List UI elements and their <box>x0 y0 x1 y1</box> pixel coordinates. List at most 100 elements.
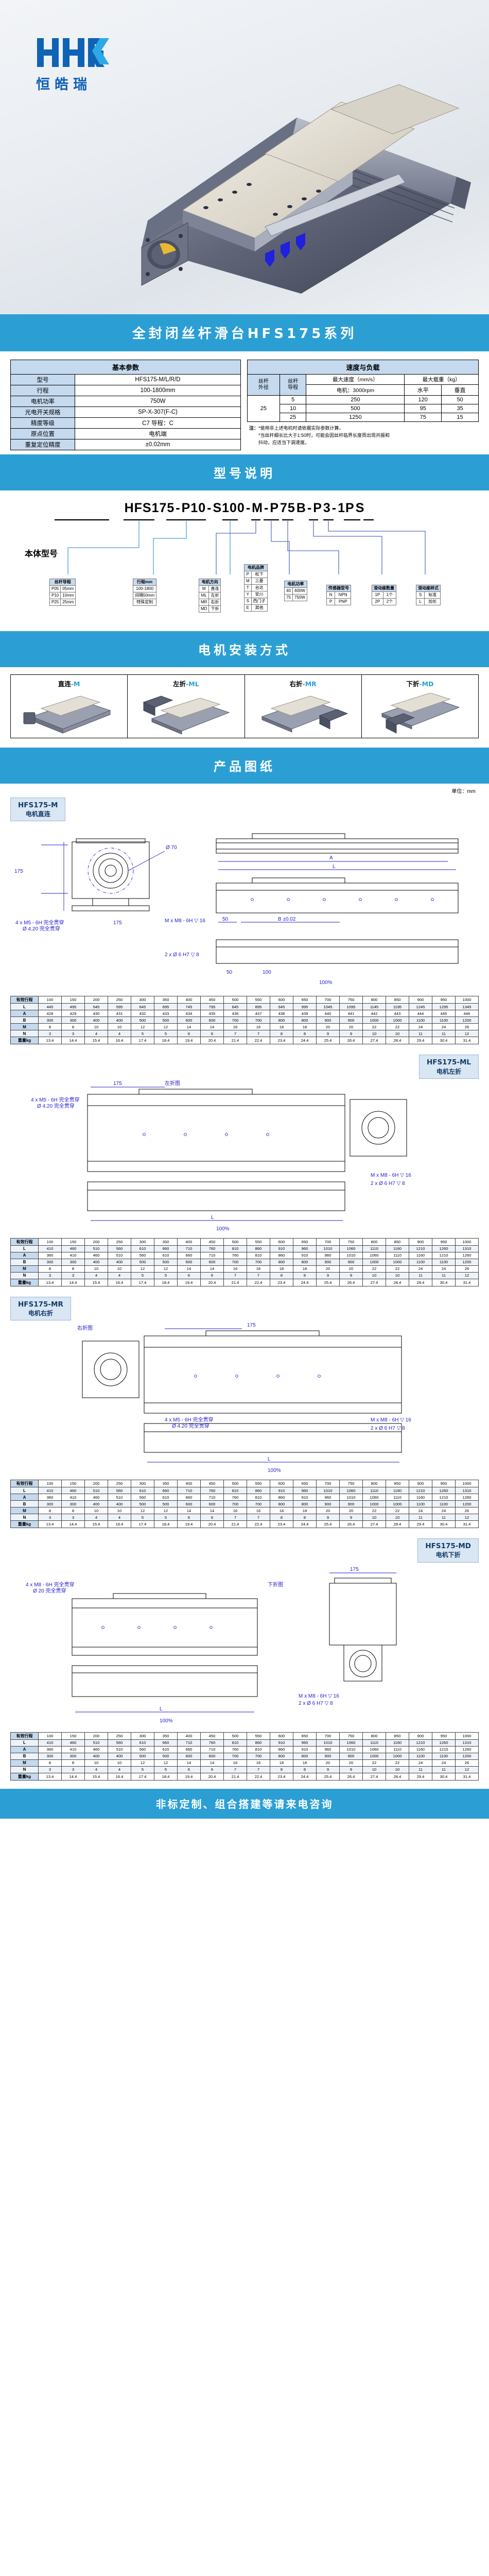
stroke-head: 700 <box>316 1480 340 1488</box>
dim-cell: 14.4 <box>61 1278 85 1286</box>
dim-cell: 20 <box>339 1507 363 1515</box>
dim-cell: 400 <box>84 1258 108 1266</box>
legend-code: 75 <box>284 594 293 601</box>
dim-cell: 10 <box>386 1272 409 1279</box>
dim-cell: 1000 <box>386 1500 409 1508</box>
dim-row-label: L <box>10 1245 39 1252</box>
legend-desc: 安川 <box>251 591 268 598</box>
stroke-head: 200 <box>84 1480 108 1488</box>
mount-label: 右折-MR <box>245 675 361 690</box>
col-screw-od-1: 丝杆 <box>258 378 269 384</box>
dim-cell: 4 <box>108 1272 131 1279</box>
legend-stroke: 行程mm 100-1800 间隔50mm 特殊定制 <box>132 579 157 606</box>
dim-cell: 22 <box>386 1759 409 1767</box>
dim-L-md: L <box>160 1706 163 1712</box>
dim-cell: 1160 <box>409 1494 432 1501</box>
dim-cell: 12 <box>455 1766 479 1773</box>
dim-cell: 710 <box>200 1494 224 1501</box>
dim-cell: 5 <box>131 1766 154 1773</box>
dim-cell: 25.4 <box>316 1520 340 1529</box>
dim-cell: 945 <box>270 1003 293 1011</box>
dim-cell: 900 <box>339 1500 363 1508</box>
cad-drawing-ml: 4 x M5 - 6H 完全贯穿 Ø 4.20 完全贯穿 175 L M x M… <box>10 1078 479 1233</box>
dim-cell: 1210 <box>409 1739 432 1747</box>
dim-cell: 1110 <box>362 1487 386 1495</box>
dim-cell: 22 <box>362 1265 386 1273</box>
dim-cell: 1110 <box>386 1494 409 1501</box>
dim-cell: 432 <box>131 1010 154 1018</box>
stroke-head: 350 <box>154 1238 178 1246</box>
stroke-head: 300 <box>131 1732 154 1740</box>
dim-cell: 360 <box>38 1494 62 1501</box>
dim-cell: 429 <box>61 1010 85 1018</box>
dim-cell: 7 <box>247 1514 270 1521</box>
dim-L: L <box>333 864 336 870</box>
dim-cell: 10 <box>84 1265 108 1273</box>
dim-cell: 4 <box>84 1030 108 1038</box>
dim-cell: 500 <box>154 1500 178 1508</box>
stroke-head: 850 <box>386 1732 409 1740</box>
dim-row-label: A <box>10 1010 39 1018</box>
legend-code: M <box>198 585 209 592</box>
dim-cell: 18 <box>293 1265 317 1273</box>
dim-row-label: 有效行程 <box>10 1238 39 1246</box>
dim-cell: 560 <box>108 1739 131 1747</box>
dim-cell: 14 <box>177 1023 201 1031</box>
dim-cell: 5 <box>131 1272 154 1279</box>
legend-title: 传感器型号 <box>326 585 351 592</box>
dim-cell: 14.4 <box>61 1772 85 1781</box>
dim-cell: 3 <box>61 1030 85 1038</box>
mount-option-mr: 右折-MR <box>244 674 362 738</box>
cad-drawing-md: 4 x M8 - 6H 完全贯穿 Ø 20 完全贯穿 L 175 M x M8 … <box>10 1562 479 1727</box>
dim-cell: 10 <box>84 1759 108 1767</box>
dim-cell: 460 <box>61 1739 85 1747</box>
dim-cell: 8 <box>38 1759 62 1767</box>
dim-cell: 16 <box>247 1759 270 1767</box>
stroke-head: 700 <box>316 1732 340 1740</box>
dim-cell: 438 <box>270 1010 293 1018</box>
note-4xm5-b: Ø 4.20 完全贯穿 <box>23 925 60 932</box>
dim-cell: 17.4 <box>131 1278 154 1286</box>
dim-cell: 500 <box>131 1500 154 1508</box>
dim-cell: 15.4 <box>84 1520 108 1529</box>
dim-cell: 710 <box>200 1745 224 1753</box>
dim-cell: 900 <box>316 1752 340 1760</box>
dim-cell: 16.4 <box>108 1520 131 1529</box>
dim-cell: 17.4 <box>131 1772 154 1781</box>
dim-cell: 760 <box>223 1251 247 1259</box>
dim-cell: 10 <box>362 1272 386 1279</box>
dim-cell: 860 <box>270 1251 293 1259</box>
note-mxm8-md: M x M8 - 6H ▽ 16 <box>299 1693 339 1699</box>
stroke-head: 100 <box>38 1238 62 1246</box>
stroke-head: 950 <box>432 1238 456 1246</box>
dim-cell: 660 <box>177 1251 201 1259</box>
dim-cell: 5 <box>154 1030 178 1038</box>
legend-desc: 加长 <box>424 598 441 605</box>
dim-cell: 1160 <box>386 1739 409 1747</box>
dim-cell: 20 <box>316 1023 340 1031</box>
dim-cell: 3 <box>61 1766 85 1773</box>
dim-cell: 1260 <box>432 1487 456 1495</box>
dim-cell: 910 <box>293 1251 317 1259</box>
col-lead-1: 丝杆 <box>288 378 299 384</box>
dim-cell: 433 <box>154 1010 178 1018</box>
section-tag-sub: 电机下折 <box>435 1551 461 1559</box>
dim-cell: 15.4 <box>84 1037 108 1045</box>
stroke-head: 900 <box>409 996 432 1004</box>
dim-cell: 600 <box>177 1258 201 1266</box>
note-line: *当丝杆细长比大于1:50时，可能会因丝杆临界长度而出现共振和 <box>258 433 390 438</box>
legend-title: 滑动座样式 <box>416 585 441 592</box>
stroke-head: 350 <box>154 996 178 1004</box>
dim-cell: 560 <box>131 1745 154 1753</box>
product-hero-image <box>141 84 471 294</box>
dim-A: A <box>329 855 333 861</box>
code-part: - <box>264 501 269 515</box>
dim-row-label: L <box>10 1003 39 1011</box>
dim-cell: 30.4 <box>432 1772 456 1781</box>
dim-cell: 12 <box>154 1759 178 1767</box>
dim-cell: 10 <box>362 1514 386 1521</box>
